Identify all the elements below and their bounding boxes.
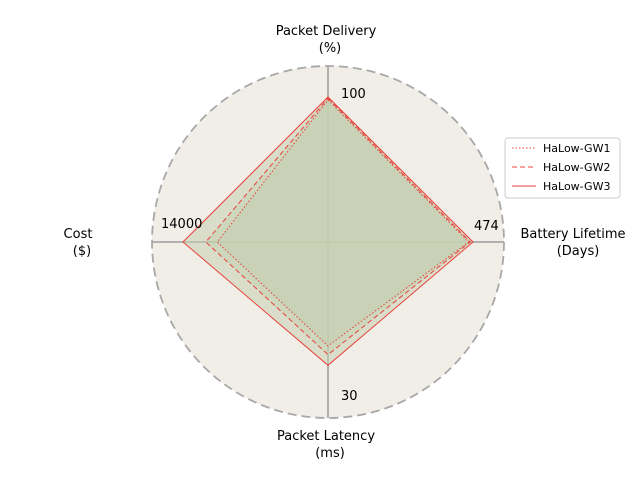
legend-frame: [504, 137, 621, 199]
series-fill-halow-gw3: [183, 97, 473, 366]
radar-series-lines: [182, 96, 474, 366]
axis-unit-packet-latency: (ms): [315, 446, 345, 461]
series-line-halow-gw1: [216, 99, 470, 347]
tick-label-battery-lifetime-max: 474: [474, 219, 499, 234]
tick-label-cost-max: 14000: [161, 217, 202, 232]
axis-label-packet-delivery: Packet Delivery: [276, 24, 377, 39]
tick-label-packet-latency-max: 30: [341, 389, 358, 404]
series-line-halow-gw2: [205, 97, 471, 356]
axis-unit-packet-delivery: (%): [319, 41, 342, 56]
axis-label-packet-latency: Packet Latency: [277, 429, 375, 444]
axis-label-cost: Cost: [64, 227, 93, 242]
radar-fills: [183, 97, 473, 366]
axis-unit-battery-lifetime: (Days): [557, 244, 600, 259]
legend-label-halow-gw1: HaLow-GW1: [543, 142, 610, 155]
axis-label-battery-lifetime: Battery Lifetime: [520, 227, 625, 242]
legend-label-halow-gw2: HaLow-GW2: [543, 161, 610, 174]
legend: HaLow-GW1 HaLow-GW2 HaLow-GW3: [504, 137, 621, 199]
tick-label-packet-delivery-max: 100: [341, 87, 366, 102]
axis-unit-cost: ($): [73, 244, 91, 259]
legend-label-halow-gw3: HaLow-GW3: [543, 180, 610, 193]
series-line-halow-gw3: [182, 96, 474, 366]
radar-boundary: [151, 65, 505, 419]
